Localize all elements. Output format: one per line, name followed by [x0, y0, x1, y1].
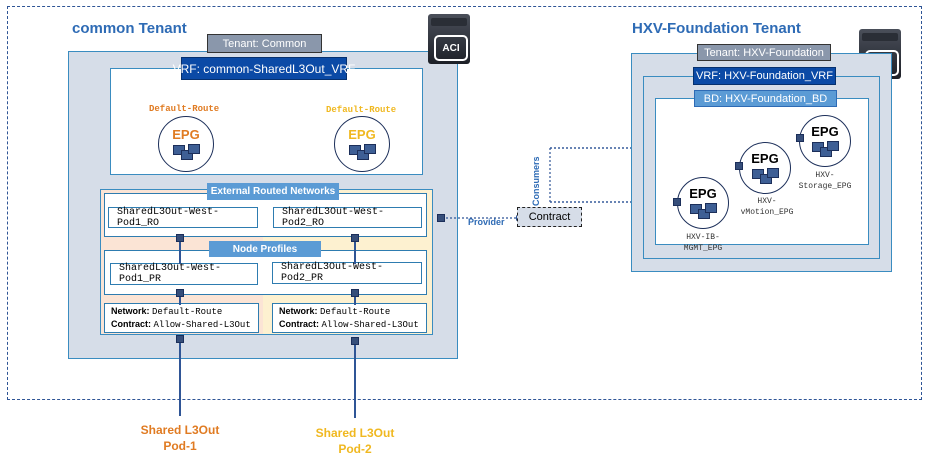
- network-key: Network:: [111, 306, 150, 316]
- connector-line: [354, 242, 356, 264]
- connector-port: [351, 289, 359, 297]
- routed-out-pod1[interactable]: SharedL3Out-West-Pod1_RO: [108, 207, 258, 229]
- pod1-label-line1: Shared L3Out: [140, 423, 220, 437]
- pod2-label: Shared L3Out Pod-2: [305, 425, 405, 457]
- contract-key: Contract:: [111, 319, 151, 329]
- node-profile-pod2[interactable]: SharedL3Out-West-Pod2_PR: [272, 262, 422, 284]
- name-line2: MGMT_EPG: [683, 244, 723, 253]
- vm-group-icon: [690, 203, 717, 219]
- pod2-label-line1: Shared L3Out: [315, 426, 395, 440]
- tenant-hxv-label: Tenant: HXV-Foundation: [697, 44, 831, 61]
- vrf-common-label: VRF: common-SharedL3Out_VRF: [173, 57, 355, 80]
- epg-port: [735, 162, 743, 170]
- aci-badge-text: ACI: [434, 35, 468, 61]
- epg-text: EPG: [751, 151, 779, 166]
- vrf-hxv-label: VRF: HXV-Foundation_VRF: [693, 67, 836, 85]
- name-line1: HXV-IB-: [686, 233, 720, 242]
- bd-hxv-label: BD: HXV-Foundation_BD: [694, 90, 837, 107]
- epg-port: [673, 198, 681, 206]
- policy-pod2: Network: Default-Route Contract: Allow-S…: [272, 303, 427, 333]
- name-line1: HXV-: [757, 197, 777, 206]
- vm-group-icon: [349, 144, 376, 160]
- contract-key: Contract:: [279, 319, 319, 329]
- connector-line: [179, 242, 181, 264]
- policy-pod1: Network: Default-Route Contract: Allow-S…: [104, 303, 259, 333]
- epg-text: EPG: [172, 127, 200, 142]
- connector-port: [351, 337, 359, 345]
- epg-hxv-storage-name: HXV- Storage_EPG: [792, 170, 858, 192]
- node-profiles-label: Node Profiles: [209, 241, 321, 257]
- network-value: Default-Route: [152, 307, 223, 317]
- vm-group-icon: [173, 144, 200, 160]
- connector-port: [176, 234, 184, 242]
- name-line2: Storage_EPG: [798, 182, 852, 191]
- epg-hxv-ib-mgmt[interactable]: EPG: [677, 177, 729, 229]
- epg-text: EPG: [689, 186, 717, 201]
- contract-value: Allow-Shared-L3Out: [321, 320, 419, 330]
- network-key: Network:: [279, 306, 318, 316]
- provider-label: Provider: [468, 217, 505, 227]
- pod2-uplink-line: [354, 345, 356, 418]
- pod1-label: Shared L3Out Pod-1: [130, 422, 230, 454]
- connector-line: [354, 297, 356, 305]
- vm-group-icon: [752, 168, 779, 184]
- common-tenant-title: common Tenant: [72, 20, 187, 37]
- pod1-label-line2: Pod-1: [163, 439, 197, 453]
- provider-port: [437, 214, 445, 222]
- hxv-tenant-title: HXV-Foundation Tenant: [632, 20, 801, 37]
- name-line2: vMotion_EPG: [740, 208, 794, 217]
- pod1-uplink-line: [179, 343, 181, 416]
- epg-text: EPG: [811, 124, 839, 139]
- connector-port: [176, 289, 184, 297]
- routed-out-pod2[interactable]: SharedL3Out-West-Pod2_RO: [273, 207, 422, 229]
- default-route-label-1: Default-Route: [149, 104, 220, 114]
- connector-line: [179, 297, 181, 305]
- pod2-label-line2: Pod-2: [338, 442, 372, 456]
- connector-port: [176, 335, 184, 343]
- connector-port: [351, 234, 359, 242]
- epg-hxv-vmotion[interactable]: EPG: [739, 142, 791, 194]
- epg-hxv-ib-mgmt-name: HXV-IB- MGMT_EPG: [670, 232, 736, 254]
- external-routed-networks-label: External Routed Networks: [207, 183, 339, 200]
- name-line1: HXV-: [815, 171, 835, 180]
- tenant-common-label: Tenant: Common: [207, 34, 322, 53]
- vm-group-icon: [812, 141, 839, 157]
- epg-text: EPG: [348, 127, 376, 142]
- node-profile-pod1[interactable]: SharedL3Out-West-Pod1_PR: [110, 263, 258, 285]
- site-boundary: [7, 6, 922, 400]
- default-route-epg-2[interactable]: EPG: [334, 116, 390, 172]
- aci-fabric-icon: ACI: [428, 14, 470, 64]
- consumers-label: Consumers: [531, 156, 541, 206]
- network-value: Default-Route: [320, 307, 391, 317]
- epg-port: [796, 134, 804, 142]
- epg-hxv-storage[interactable]: EPG: [799, 115, 851, 167]
- contract-box[interactable]: Contract: [517, 207, 582, 227]
- contract-value: Allow-Shared-L3Out: [153, 320, 251, 330]
- default-route-label-2: Default-Route: [326, 105, 397, 115]
- default-route-epg-1[interactable]: EPG: [158, 116, 214, 172]
- epg-hxv-vmotion-name: HXV- vMotion_EPG: [734, 196, 800, 218]
